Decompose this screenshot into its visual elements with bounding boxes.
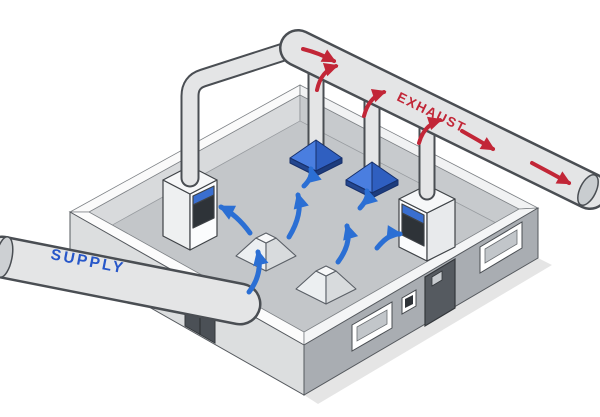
exhaust-airflow-arrow bbox=[362, 89, 387, 118]
supply-duct-body bbox=[0, 238, 259, 323]
supply-duct bbox=[0, 235, 262, 326]
door-face bbox=[424, 257, 456, 328]
exhaust-airflow-arrow bbox=[530, 161, 572, 185]
floor-diffuser-2 bbox=[295, 265, 357, 305]
window-front-2 bbox=[479, 221, 523, 274]
supply-airflow-arrow bbox=[301, 166, 322, 189]
window-front-1 bbox=[351, 301, 393, 352]
supply-airflow-arrow bbox=[374, 225, 403, 251]
exhaust-airflow-arrows bbox=[301, 47, 572, 185]
supply-airflow-arrow bbox=[218, 204, 253, 236]
supply-duct-end-cap bbox=[0, 236, 14, 278]
exhaust-airflow-arrow bbox=[460, 129, 496, 151]
exhaust-duct-end-cap bbox=[577, 174, 599, 206]
wall-sign bbox=[401, 289, 417, 315]
exhaust-airflow-arrow bbox=[417, 116, 443, 145]
supply-airflow-arrows bbox=[218, 166, 403, 295]
exhaust-airflow-arrow bbox=[315, 63, 339, 92]
window-glass bbox=[484, 229, 518, 264]
door-window bbox=[431, 270, 443, 287]
window-glass bbox=[356, 309, 388, 342]
supply-airflow-arrow bbox=[286, 192, 309, 240]
supply-airflow-arrow bbox=[246, 249, 269, 295]
exhaust-airflow-arrow bbox=[301, 47, 337, 63]
hood-opening bbox=[192, 194, 215, 229]
riser-left-hood-body bbox=[182, 41, 301, 186]
diffuser-top bbox=[315, 265, 337, 277]
ground-shadow bbox=[304, 258, 552, 404]
sign-symbol bbox=[405, 295, 413, 308]
supply-airflow-arrow bbox=[357, 188, 379, 211]
diffuser-top bbox=[255, 232, 277, 244]
entry-door bbox=[424, 257, 456, 328]
supply-airflow-arrow bbox=[335, 223, 359, 265]
